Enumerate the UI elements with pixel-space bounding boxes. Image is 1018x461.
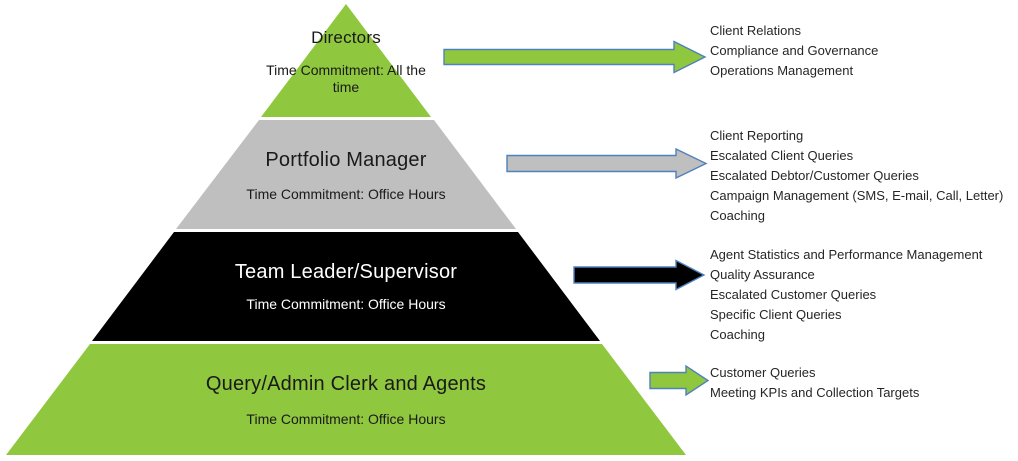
responsibility-item: Meeting KPIs and Collection Targets	[710, 385, 920, 400]
responsibility-item: Operations Management	[710, 63, 854, 78]
directors-arrow-icon	[443, 40, 707, 74]
responsibility-item: Coaching	[710, 327, 765, 342]
responsibility-item: Campaign Management (SMS, E-mail, Call, …	[710, 188, 1004, 203]
tier-time-query-admin: Time Commitment: Office Hours	[246, 411, 446, 427]
responsibilities-directors: Client Relations Compliance and Governan…	[710, 21, 878, 81]
responsibility-item: Agent Statistics and Performance Managem…	[710, 247, 983, 262]
pyramid-tier-directors-shape	[261, 4, 431, 117]
tier-time-team-leader: Time Commitment: Office Hours	[246, 296, 446, 312]
responsibility-item: Quality Assurance	[710, 267, 815, 282]
responsibility-item: Compliance and Governance	[710, 43, 879, 58]
responsibility-item: Escalated Debtor/Customer Queries	[710, 168, 919, 183]
responsibilities-team-leader: Agent Statistics and Performance Managem…	[710, 245, 982, 345]
responsibility-item: Specific Client Queries	[710, 307, 842, 322]
query-admin-arrow-icon	[649, 364, 710, 397]
tier-title-portfolio-manager: Portfolio Manager	[265, 149, 427, 171]
tier-time-directors: Time Commitment: All the time	[266, 62, 426, 95]
tier-title-team-leader: Team Leader/Supervisor	[234, 261, 458, 283]
responsibility-item: Coaching	[710, 208, 765, 223]
team-leader-arrow-icon	[573, 259, 706, 291]
responsibility-item: Escalated Customer Queries	[710, 287, 877, 302]
portfolio-manager-arrow-icon	[506, 147, 708, 180]
pyramid-tier-team-leader-shape	[92, 232, 600, 341]
tier-title-query-admin: Query/Admin Clerk and Agents	[205, 373, 487, 395]
responsibilities-portfolio-manager: Client Reporting Escalated Client Querie…	[710, 126, 1003, 226]
responsibility-item: Client Relations	[710, 23, 802, 38]
responsibility-item: Escalated Client Queries	[710, 148, 854, 163]
tier-title-directors: Directors	[311, 28, 381, 47]
responsibility-item: Customer Queries	[710, 365, 816, 380]
responsibility-item: Client Reporting	[710, 128, 804, 143]
responsibilities-query-admin: Customer Queries Meeting KPIs and Collec…	[710, 363, 919, 403]
tier-time-portfolio-manager: Time Commitment: Office Hours	[246, 186, 446, 202]
pyramid-tier-query-admin-shape	[6, 344, 686, 455]
pyramid-tier-portfolio-manager-shape	[176, 120, 516, 229]
